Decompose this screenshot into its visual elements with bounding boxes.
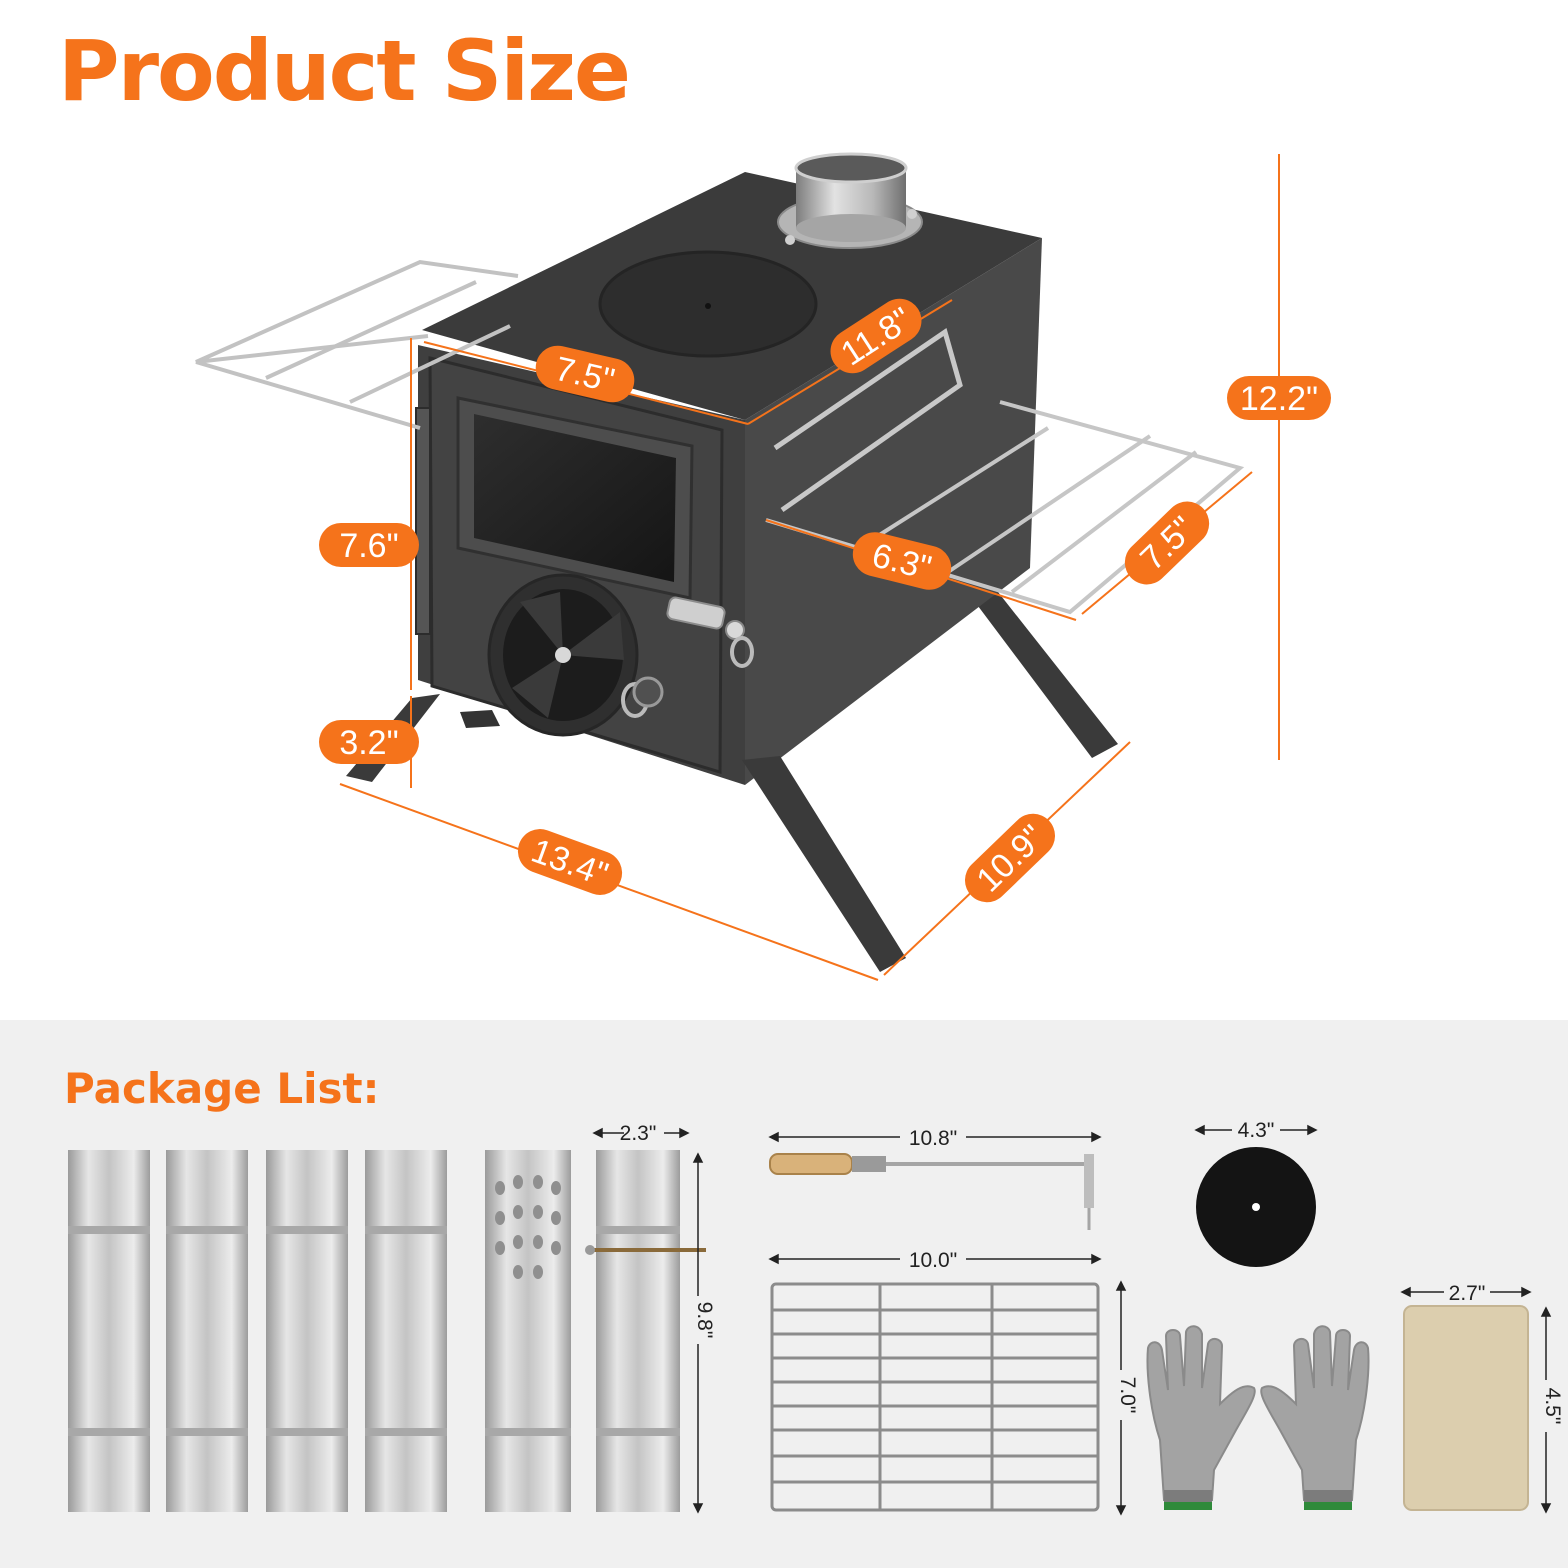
fire-poker bbox=[769, 1153, 1094, 1230]
stove-door-window bbox=[474, 414, 676, 582]
fireproof-mat bbox=[1403, 1305, 1529, 1511]
stove-side-handle bbox=[773, 327, 963, 513]
stove-leg-front-right bbox=[742, 756, 906, 972]
stove-air-vent bbox=[487, 573, 639, 737]
pipe-diameter-label: 2.3" bbox=[620, 1122, 657, 1145]
damper-pipe bbox=[585, 1150, 706, 1512]
grill-rack bbox=[770, 1282, 1100, 1512]
svg-text:12.2": 12.2" bbox=[1240, 380, 1318, 418]
mat-height-label: 4.5" bbox=[1541, 1388, 1564, 1425]
stove-pipe bbox=[266, 1150, 348, 1512]
badge-shelf-width: 6.3" bbox=[852, 532, 952, 590]
poker-length-label: 10.8" bbox=[909, 1127, 957, 1150]
lid-diameter-label: 4.3" bbox=[1238, 1119, 1275, 1142]
package-dimension-lines bbox=[592, 1124, 1552, 1516]
stove-door-latch bbox=[621, 596, 754, 718]
svg-text:3.2": 3.2" bbox=[339, 724, 398, 762]
badge-height: 12.2" bbox=[1227, 376, 1331, 420]
stove bbox=[195, 152, 1245, 972]
stove-pipe bbox=[68, 1150, 150, 1512]
badge-leg-height: 3.2" bbox=[319, 720, 419, 764]
stove-leg-back-right bbox=[972, 592, 1118, 758]
badge-front-width: 7.5" bbox=[535, 345, 635, 403]
grill-width-label: 10.0" bbox=[909, 1249, 957, 1272]
package-list-title: Package List: bbox=[64, 1064, 380, 1113]
stove-leg-front-left bbox=[460, 710, 500, 728]
page-title: Product Size bbox=[58, 22, 631, 120]
stove-chimney bbox=[777, 152, 923, 249]
pipe-length-label: 9.8" bbox=[693, 1302, 716, 1339]
stove-pipe bbox=[166, 1150, 248, 1512]
badge-door-height: 7.6" bbox=[319, 523, 419, 567]
stove-pipe bbox=[365, 1150, 447, 1512]
stove-side-face bbox=[745, 238, 1042, 785]
hotplate-lid bbox=[1196, 1147, 1316, 1267]
heat-resistant-gloves bbox=[1146, 1325, 1370, 1510]
stove-pipes bbox=[68, 1150, 706, 1512]
stove-left-shelf bbox=[195, 259, 519, 430]
spark-arrestor-pipe bbox=[485, 1150, 571, 1512]
grill-depth-label: 7.0" bbox=[1116, 1377, 1139, 1414]
mat-width-label: 2.7" bbox=[1449, 1282, 1486, 1305]
svg-text:7.6": 7.6" bbox=[339, 527, 398, 565]
